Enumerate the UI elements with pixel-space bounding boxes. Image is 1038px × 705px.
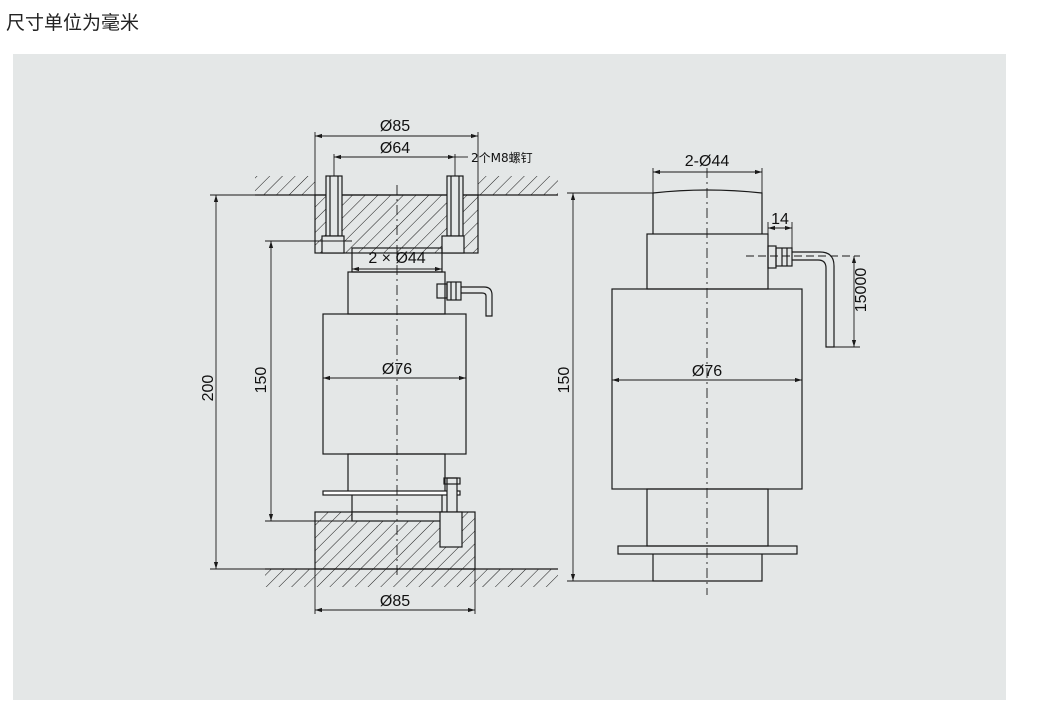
right-sensor-view xyxy=(567,168,860,595)
technical-drawing: Ø85 Ø64 2个M8螺钉 2 × Ø44 Ø76 200 150 Ø85 xyxy=(13,54,1006,700)
label-boss-diameter: 2-Ø44 xyxy=(685,153,730,170)
label-screw-note: 2个M8螺钉 xyxy=(471,151,533,165)
page-caption: 尺寸单位为毫米 xyxy=(6,12,140,34)
label-top-boss: 2 × Ø44 xyxy=(368,250,425,267)
left-installation-view xyxy=(210,132,558,614)
label-bolt-circle: Ø64 xyxy=(380,140,410,157)
label-total-height: 200 xyxy=(200,375,217,402)
label-right-height: 150 xyxy=(556,367,573,394)
label-connector-offset: 14 xyxy=(771,211,789,228)
label-body-diameter: Ø76 xyxy=(382,361,412,378)
upper-mounting-block xyxy=(314,175,479,254)
label-body-height: 150 xyxy=(253,367,270,394)
dim-body-height xyxy=(265,240,352,522)
upper-mount-ground xyxy=(255,176,558,196)
base-mounting-block xyxy=(265,511,558,587)
dim-top-outer-diameter xyxy=(314,132,479,195)
dim-total-height xyxy=(210,194,315,570)
cable-connector xyxy=(436,281,493,317)
label-right-body-diameter: Ø76 xyxy=(692,363,722,380)
dim-base-diameter xyxy=(314,569,476,614)
dim-boss-diameter xyxy=(652,168,763,193)
dim-bolt-circle xyxy=(333,154,468,176)
dim-cable-length xyxy=(746,255,860,348)
dim-right-height xyxy=(567,192,653,582)
drawing-panel: Ø85 Ø64 2个M8螺钉 2 × Ø44 Ø76 200 150 Ø85 xyxy=(13,54,1006,700)
label-base-diameter: Ø85 xyxy=(380,593,410,610)
label-top-outer-diameter: Ø85 xyxy=(380,118,410,135)
label-cable-length: 15000 xyxy=(853,268,870,313)
panel-background xyxy=(13,54,1006,700)
right-cable-connector xyxy=(767,245,835,348)
dim-connector-offset xyxy=(767,222,793,248)
